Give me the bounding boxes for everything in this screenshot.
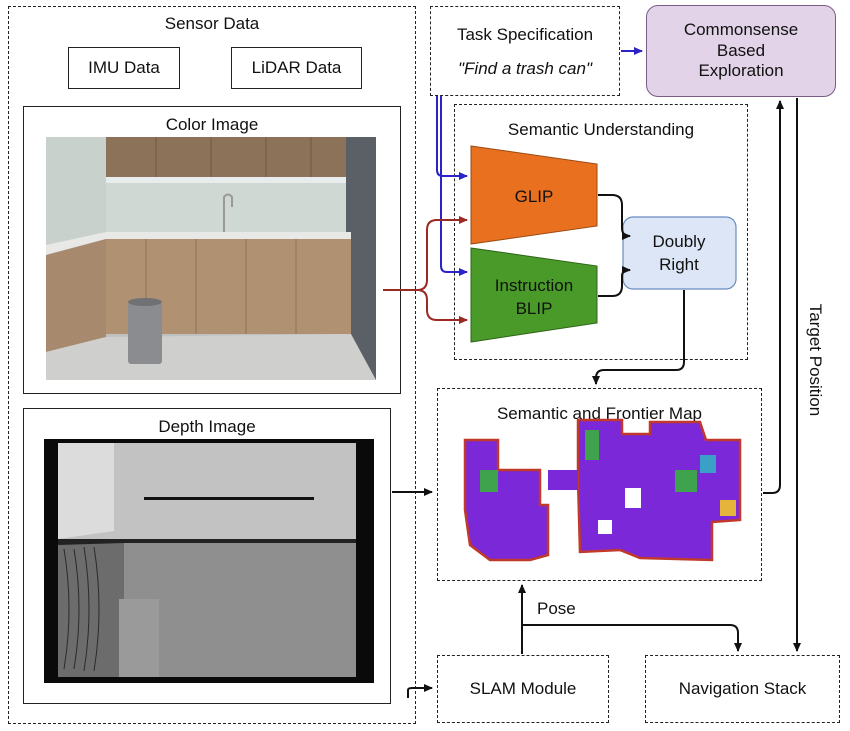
- lidar-data-box: LiDAR Data: [231, 47, 362, 89]
- color-image-title: Color Image: [165, 115, 259, 134]
- doubly-right-box: [622, 216, 737, 290]
- depth-image-title: Depth Image: [158, 417, 256, 436]
- instruction-blip-label-line1: Instruction: [495, 276, 573, 295]
- slam-module-box: SLAM Module: [437, 655, 609, 723]
- semantic-understanding-title: Semantic Understanding: [507, 120, 695, 139]
- pose-label: Pose: [537, 599, 576, 618]
- semantic-frontier-map-title: Semantic and Frontier Map: [496, 404, 703, 423]
- semantic-understanding-panel: [454, 104, 748, 360]
- task-specification-panel: [430, 6, 620, 96]
- map-to-commonsense-arrow: [763, 100, 784, 494]
- depth-photo: [44, 439, 374, 683]
- task-example-text: "Find a trash can": [458, 59, 592, 78]
- slam-to-nav-arrow: [522, 624, 742, 652]
- sensor-to-slam-arrow: [407, 684, 433, 698]
- blip-to-doubly-arrow: [598, 266, 631, 297]
- glip-to-doubly-arrow: [598, 194, 631, 240]
- imu-data-box: IMU Data: [68, 47, 180, 89]
- task-specification-title: Task Specification: [456, 25, 594, 44]
- doubly-to-map-arrow: [592, 290, 685, 385]
- glip-label: GLIP: [515, 187, 554, 206]
- image-to-glip-arrow: [416, 216, 468, 291]
- doubly-right-line2: Right: [659, 255, 699, 274]
- kitchen-photo: [46, 137, 376, 380]
- semantic-frontier-map-panel: [437, 388, 762, 581]
- commonsense-line1: Commonsense: [683, 20, 799, 40]
- sensor-data-title: Sensor Data: [164, 14, 260, 33]
- glip-model-shape: [470, 145, 598, 245]
- task-to-blip-arrow: [440, 96, 468, 276]
- image-to-blip-arrow: [416, 289, 468, 324]
- sensor-data-panel: [8, 6, 416, 724]
- target-position-label: Target Position: [806, 304, 825, 416]
- instruction-blip-label-line2: BLIP: [516, 299, 553, 318]
- task-to-glip-arrow: [436, 96, 468, 180]
- doubly-right-line1: Doubly: [653, 232, 706, 251]
- commonsense-exploration-box: Commonsense Based Exploration: [646, 5, 836, 97]
- commonsense-line2: Based: [716, 40, 766, 60]
- navigation-stack-box: Navigation Stack: [645, 655, 840, 723]
- commonsense-line3: Exploration: [698, 61, 784, 81]
- semantic-map-drawing: [463, 418, 742, 562]
- instruction-blip-model-shape: [470, 247, 598, 343]
